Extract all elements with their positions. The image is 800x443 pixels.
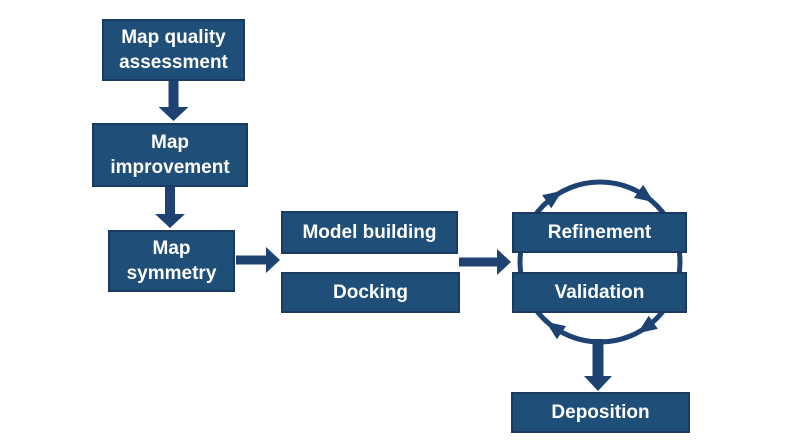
arrow-down-icon-1	[158, 81, 189, 121]
node-map-quality-assessment: Map quality assessment	[102, 19, 245, 81]
node-model-building: Model building	[281, 211, 458, 254]
arrow-down-icon-2	[155, 187, 185, 228]
node-validation: Validation	[512, 272, 687, 313]
cycle-arrowhead-bottom-left-icon	[545, 321, 567, 340]
arrow-right-icon-2	[459, 249, 511, 275]
arrow-right-icon-1	[236, 247, 280, 273]
node-map-symmetry: Map symmetry	[108, 230, 235, 292]
arrow-down-icon-3	[584, 339, 612, 391]
cycle-arrowhead-top-left-icon	[542, 190, 563, 209]
node-map-improvement: Map improvement	[92, 123, 248, 187]
node-deposition: Deposition	[511, 392, 690, 433]
node-docking: Docking	[281, 272, 460, 313]
cycle-arrowhead-bottom-right-icon	[637, 315, 658, 334]
node-refinement: Refinement	[512, 212, 687, 253]
cycle-arrowhead-top-right-icon	[633, 184, 655, 203]
cycle-circle	[517, 179, 683, 345]
cycle-arrow-icon	[517, 179, 683, 345]
